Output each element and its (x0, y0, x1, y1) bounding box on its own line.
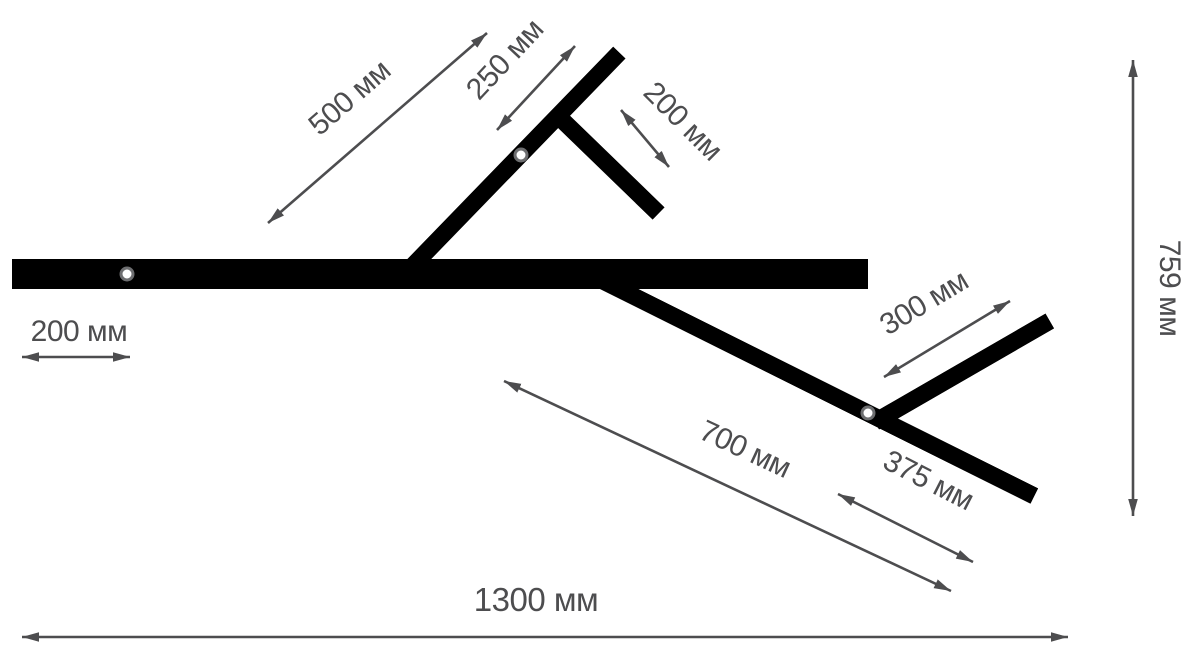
mount-hole-right (860, 405, 876, 421)
bars-fill-pass (12, 46, 1054, 504)
dim-arrow-top-arm-upper (496, 45, 576, 131)
dim-arrow-bottom-branch-offset (837, 492, 974, 564)
dim-arrow-top-branch (620, 109, 670, 168)
mount-hole-top (513, 147, 529, 163)
dim-label-right-branch: 300 мм (874, 264, 974, 342)
dim-label-top-branch: 200 мм (637, 75, 729, 167)
dim-label-top-arm: 500 мм (302, 54, 397, 142)
dim-label-bottom-arm: 700 мм (694, 414, 796, 485)
dim-label-top-arm-upper: 250 мм (460, 13, 550, 106)
dim-label-overall-height: 759 мм (1153, 240, 1186, 337)
dim-arrow-top-arm (267, 32, 488, 224)
dim-label-overall-width: 1300 мм (474, 581, 598, 618)
dim-arrow-right-branch (883, 299, 1011, 379)
mount-hole-left (119, 266, 135, 282)
dim-label-left-hole-offset: 200 мм (31, 315, 128, 348)
